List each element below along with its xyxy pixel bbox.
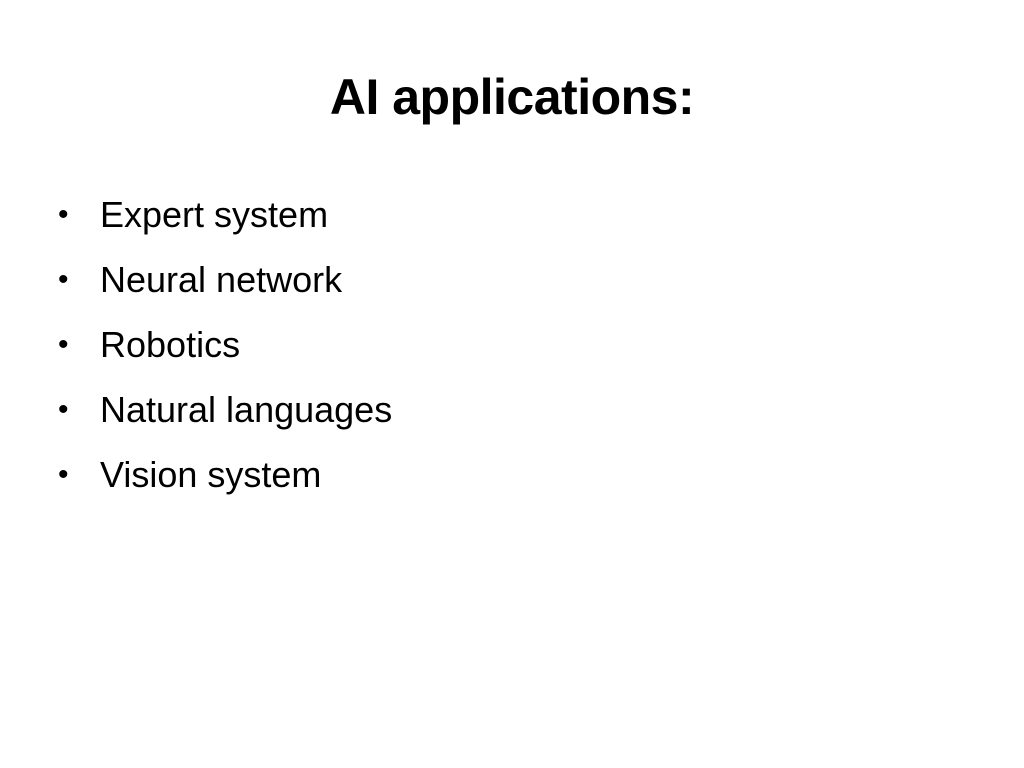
list-item-text: Neural network [100,259,343,300]
list-item-text: Expert system [100,194,329,235]
list-item-text: Vision system [100,454,322,495]
bullet-list: • Expert system • Neural network • Robot… [58,190,392,515]
list-item: • Natural languages [58,385,392,450]
list-item: • Vision system [58,450,392,515]
list-item: • Neural network [58,255,392,320]
bullet-icon: • [58,393,69,426]
bullet-icon: • [58,458,69,491]
list-item: • Expert system [58,190,392,255]
list-item-text: Natural languages [100,389,393,430]
bullet-icon: • [58,263,69,296]
list-item-text: Robotics [100,324,241,365]
list-item: • Robotics [58,320,392,385]
bullet-icon: • [58,198,69,231]
bullet-icon: • [58,328,69,361]
slide-title: AI applications: [329,69,695,125]
